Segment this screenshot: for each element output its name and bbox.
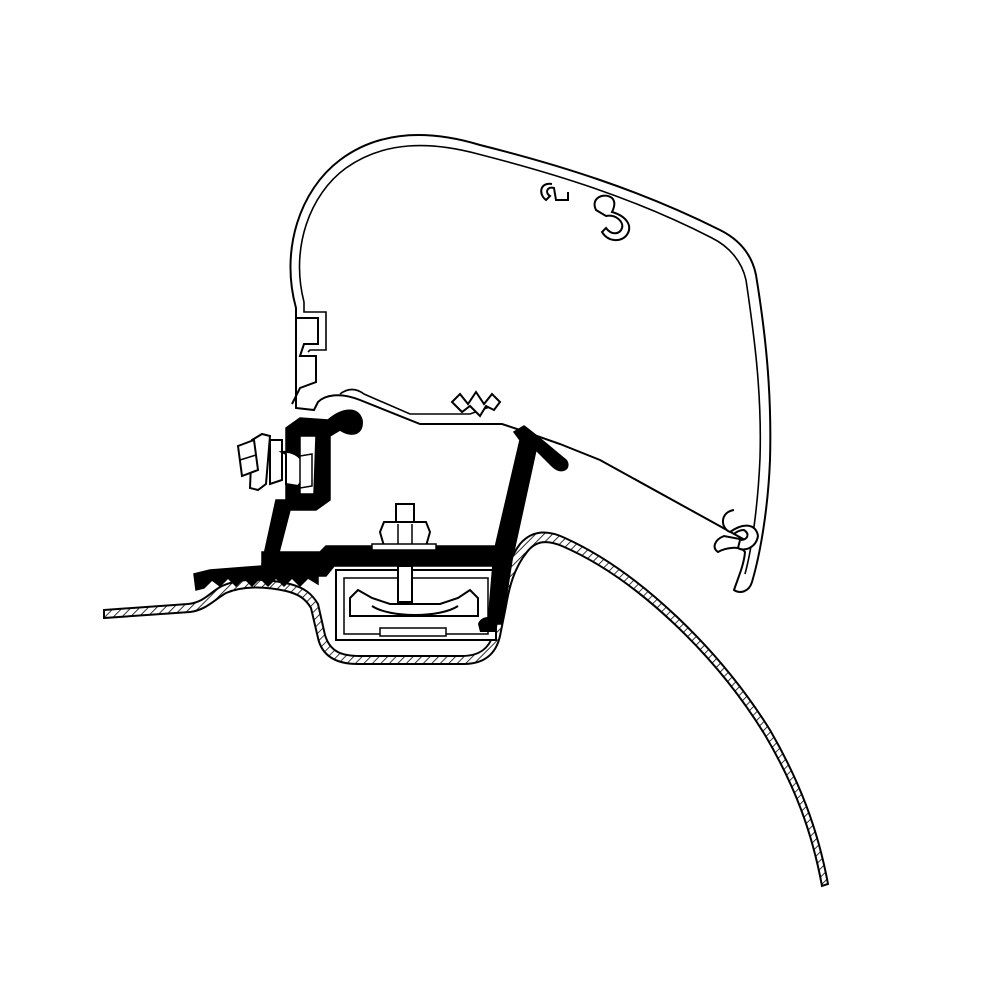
- roof-rail-channel: [335, 569, 497, 641]
- cassette-top-hook: [593, 194, 631, 242]
- cassette-mid-prongs: [450, 390, 502, 418]
- cassette-lower-hook: [722, 509, 760, 551]
- adapter-strut: [487, 425, 569, 625]
- awning-cassette: [289, 134, 772, 593]
- roof-bolt: [371, 503, 437, 603]
- adapter-base: [193, 545, 501, 591]
- side-bolt: [236, 432, 313, 492]
- rail-slider-shoe: [349, 588, 479, 617]
- vehicle-roof-panel: [103, 531, 830, 888]
- adapter-side-plate: [261, 409, 363, 565]
- cassette-top-clip: [540, 182, 569, 202]
- cassette-outer-shell: [289, 134, 772, 593]
- mounting-adapter: [193, 409, 569, 632]
